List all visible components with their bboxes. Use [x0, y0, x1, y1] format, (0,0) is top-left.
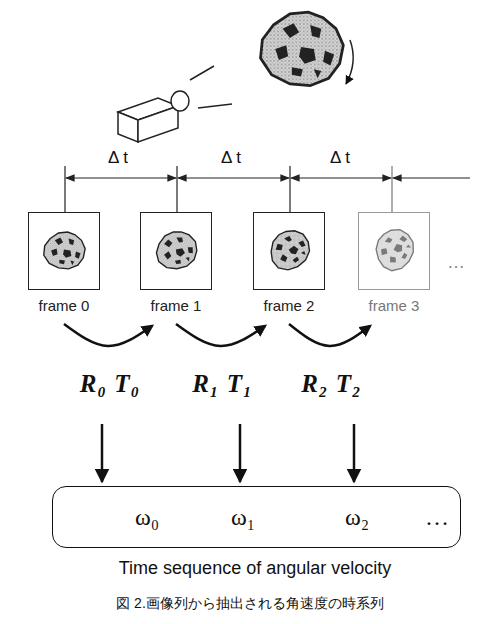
frame-label: frame 0 — [39, 297, 90, 314]
frame-label: frame 2 — [264, 297, 315, 314]
frame-image — [262, 222, 317, 277]
camera-figure — [118, 91, 189, 142]
motion-parameters: R₂ T₂ — [301, 370, 362, 398]
frame-image — [370, 224, 419, 275]
interval-label: Δ t — [221, 148, 241, 168]
down-arrow — [102, 424, 354, 482]
angular-velocity: ω₀ — [135, 504, 159, 531]
rotation-arrow — [346, 40, 353, 84]
view-line — [198, 104, 232, 108]
angular-velocity: ω₂ — [345, 504, 369, 531]
image-frame: frame 1 — [140, 212, 212, 290]
transition-arrow — [64, 324, 152, 346]
image-frame: frame 3 — [358, 212, 430, 290]
sequence-box: ω₀ ω₁ ω₂ … — [52, 486, 461, 548]
transition-arrow — [289, 324, 370, 346]
frame-image — [44, 232, 85, 269]
frame-label: frame 3 — [369, 297, 420, 314]
figure-caption: 図 2.画像列から抽出される角速度の時系列 — [116, 595, 384, 613]
view-line — [190, 66, 214, 80]
motion-parameters: R₀ T₀ — [80, 370, 141, 398]
angular-velocity: … — [425, 504, 449, 531]
image-frame: frame 0 — [28, 212, 100, 290]
transition-arrow — [176, 324, 265, 346]
interval-label: Δ t — [330, 148, 350, 168]
angular-velocity: ω₁ — [231, 504, 255, 531]
continuation-dots: … — [447, 252, 465, 273]
motion-parameters: R₁ T₁ — [192, 370, 253, 398]
interval-label: Δ t — [108, 148, 128, 168]
frame-label: frame 1 — [151, 297, 202, 314]
sequence-caption: Time sequence of angular velocity — [119, 558, 391, 579]
asteroid-figure — [261, 12, 344, 86]
image-frame: frame 2 — [253, 212, 325, 290]
time-interval-lines — [65, 166, 470, 212]
frame-image — [151, 226, 202, 275]
